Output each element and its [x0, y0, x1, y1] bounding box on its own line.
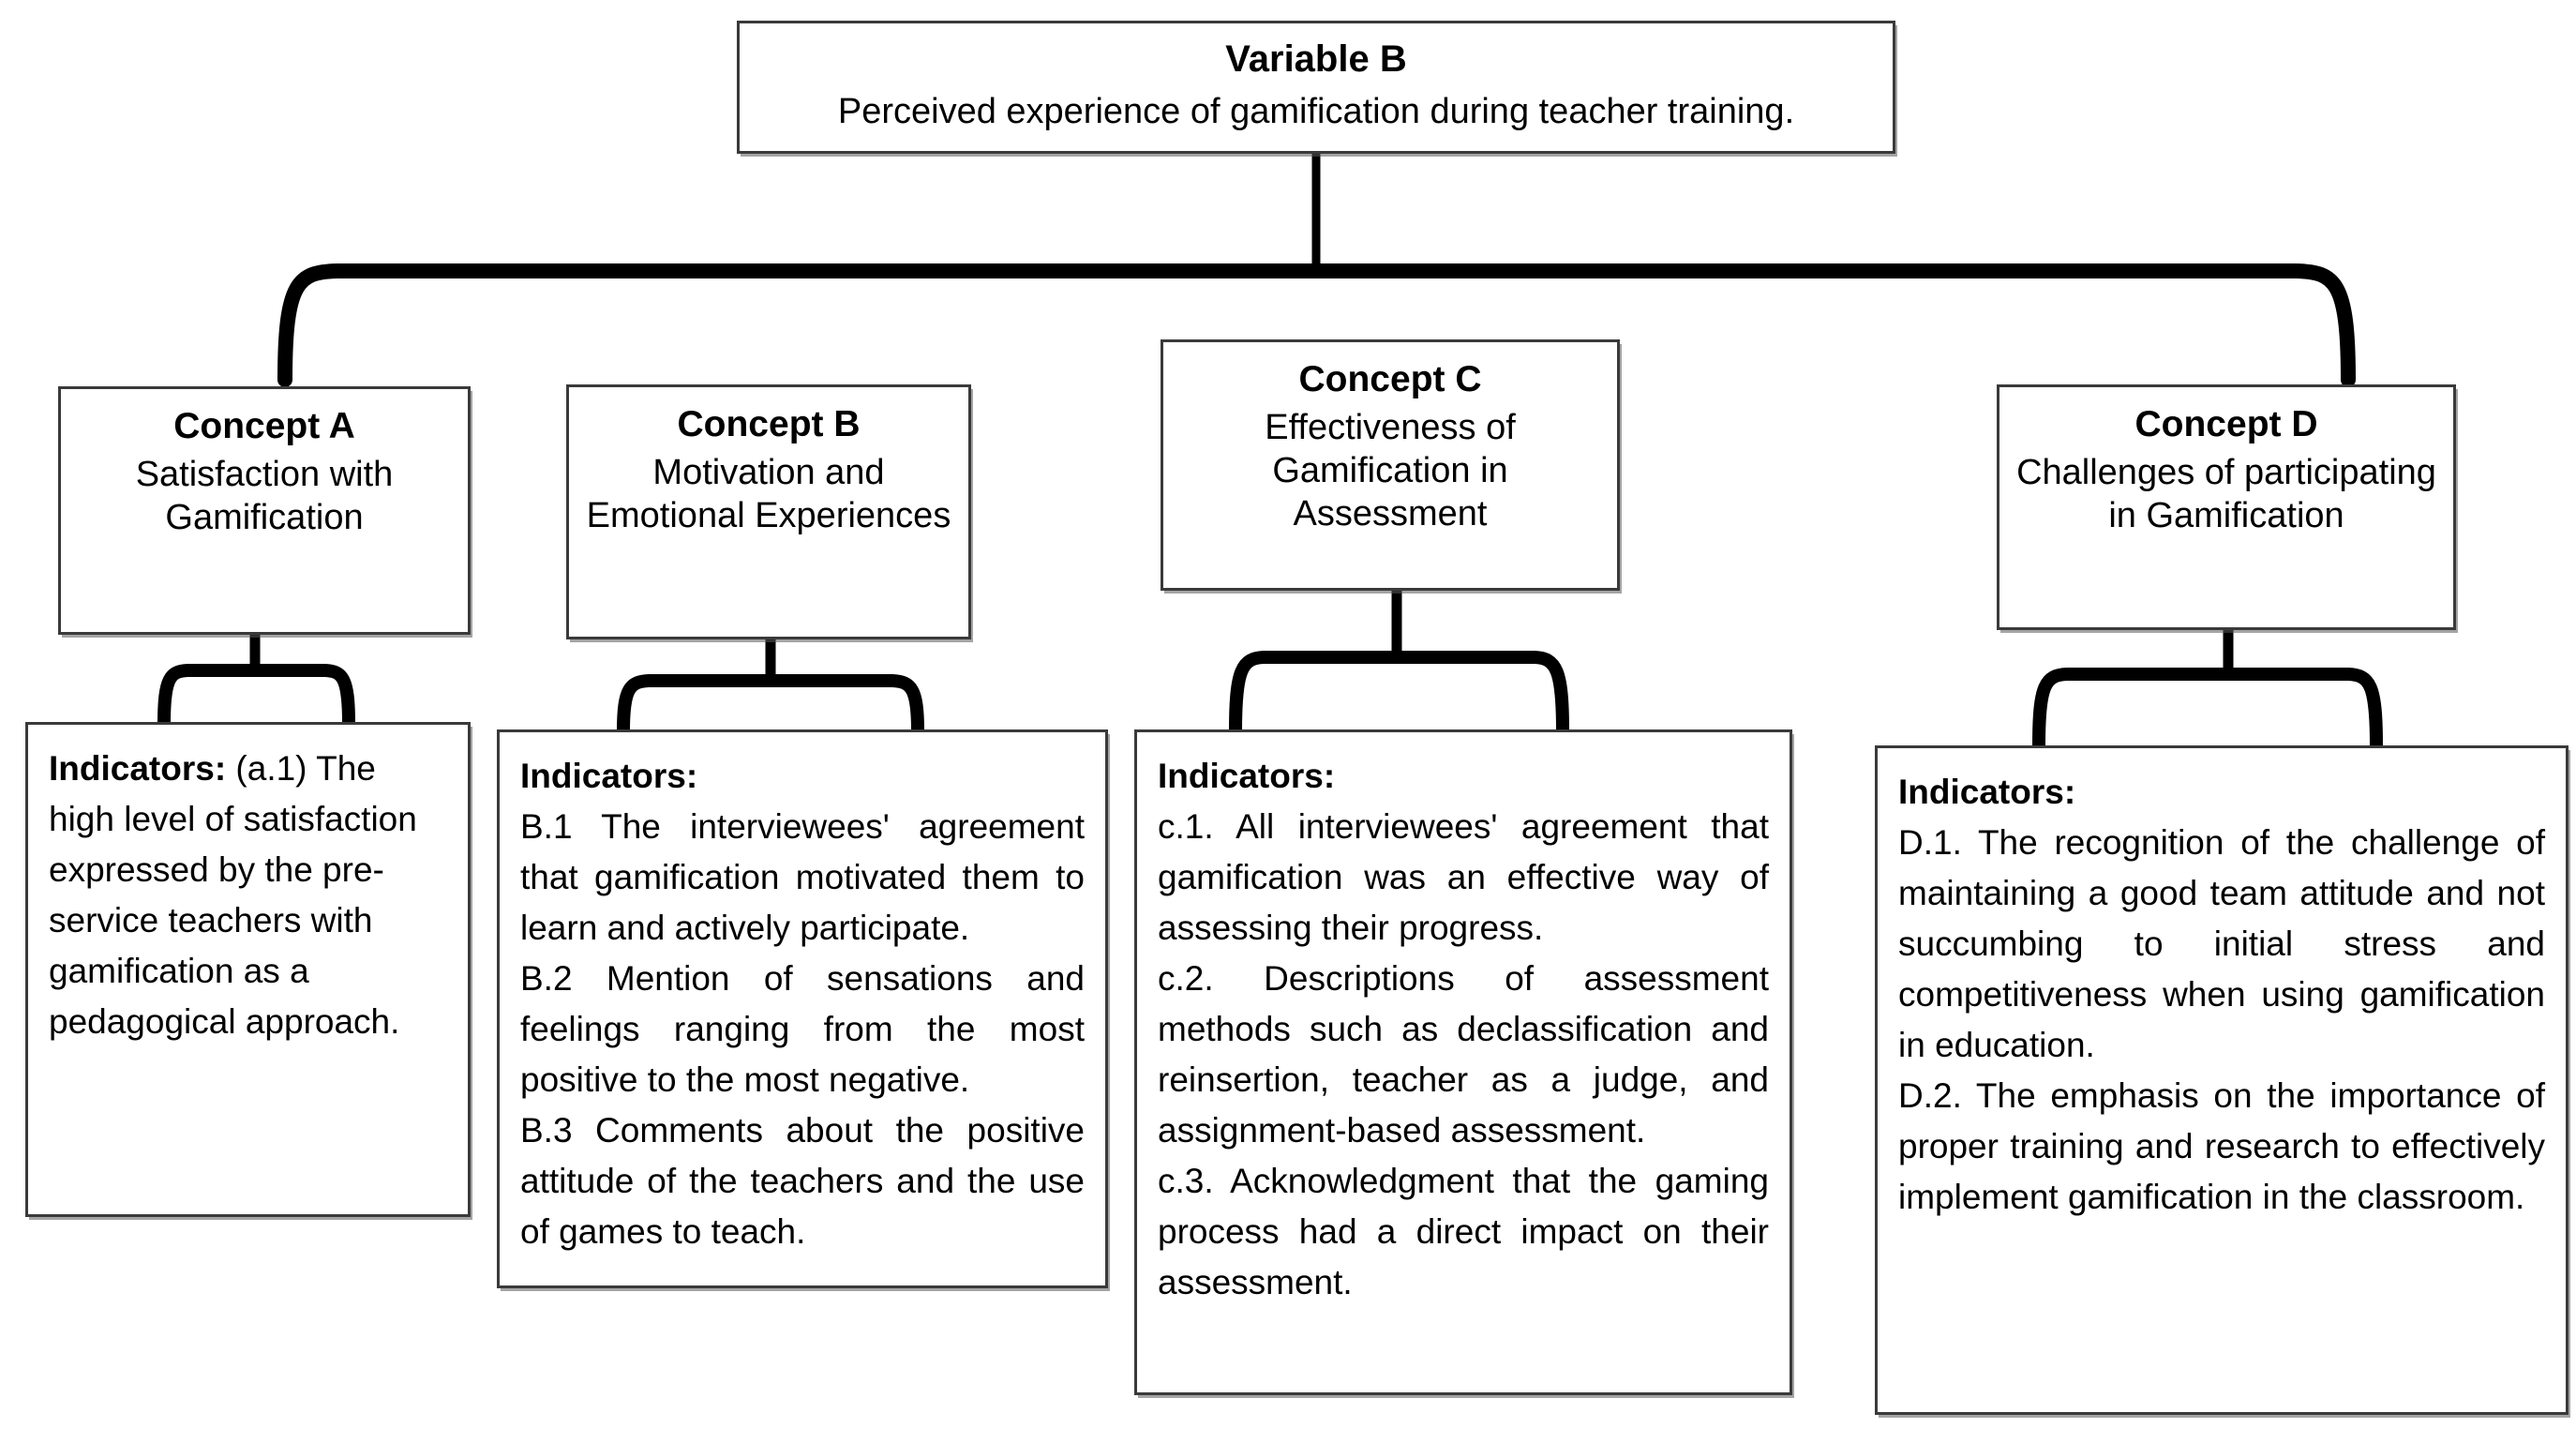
- variable-b-title: Variable B: [1225, 38, 1407, 80]
- concept-c-title: Concept C: [1298, 359, 1482, 399]
- indicators-heading: Indicators:: [1898, 773, 2076, 811]
- node-variable-b: Variable B Perceived experience of gamif…: [737, 21, 1895, 154]
- indicator-line: B.2 Mention of sensations and feelings r…: [520, 959, 1085, 1100]
- connector-a-brace: [157, 664, 355, 730]
- node-concept-d: Concept D Challenges of participating in…: [1997, 384, 2456, 630]
- concept-a-title: Concept A: [173, 406, 355, 446]
- indicator-line: Indicators:B.1 The interviewees' agreeme…: [520, 757, 1085, 948]
- node-concept-c: Concept C Effectiveness of Gamification …: [1161, 339, 1620, 591]
- concept-d-subtitle: Challenges of participating in Gamificat…: [2016, 452, 2436, 535]
- indicator-line: Indicators:D.1. The recognition of the c…: [1898, 773, 2545, 1065]
- indicator-line: c.2. Descriptions of assessment methods …: [1158, 959, 1769, 1150]
- indicators-heading: Indicators:: [1158, 757, 1336, 795]
- concept-a-subtitle: Satisfaction with Gamification: [135, 454, 394, 537]
- node-indicators-a: Indicators: (a.1) The high level of sati…: [25, 722, 471, 1217]
- concept-b-title: Concept B: [677, 404, 861, 444]
- node-indicators-d: Indicators:D.1. The recognition of the c…: [1875, 745, 2569, 1415]
- indicator-line: D.2. The emphasis on the importance of p…: [1898, 1076, 2545, 1217]
- connector-d-brace: [2032, 668, 2383, 752]
- node-concept-a: Concept A Satisfaction with Gamification: [58, 386, 471, 635]
- concept-c-subtitle: Effectiveness of Gamification in Assessm…: [1265, 407, 1516, 534]
- indicators-heading: Indicators:: [49, 749, 227, 788]
- indicator-line: Indicators:c.1. All interviewees' agreem…: [1158, 757, 1769, 948]
- connector-c-brace: [1229, 651, 1569, 738]
- concept-b-subtitle: Motivation and Emotional Experiences: [586, 452, 951, 535]
- node-indicators-b: Indicators:B.1 The interviewees' agreeme…: [497, 729, 1108, 1288]
- concept-d-title: Concept D: [2134, 404, 2318, 444]
- connector-b-brace: [617, 674, 924, 738]
- indicators-heading: Indicators:: [520, 757, 698, 795]
- indicator-line: B.3 Comments about the positive attitude…: [520, 1111, 1085, 1252]
- variable-b-subtitle: Perceived experience of gamification dur…: [837, 91, 1795, 131]
- indicator-line: c.3. Acknowledgment that the gaming proc…: [1158, 1162, 1769, 1302]
- indicator-line: Indicators: (a.1) The high level of sati…: [49, 749, 417, 1042]
- node-indicators-c: Indicators:c.1. All interviewees' agreem…: [1134, 729, 1792, 1395]
- node-concept-b: Concept B Motivation and Emotional Exper…: [566, 384, 971, 639]
